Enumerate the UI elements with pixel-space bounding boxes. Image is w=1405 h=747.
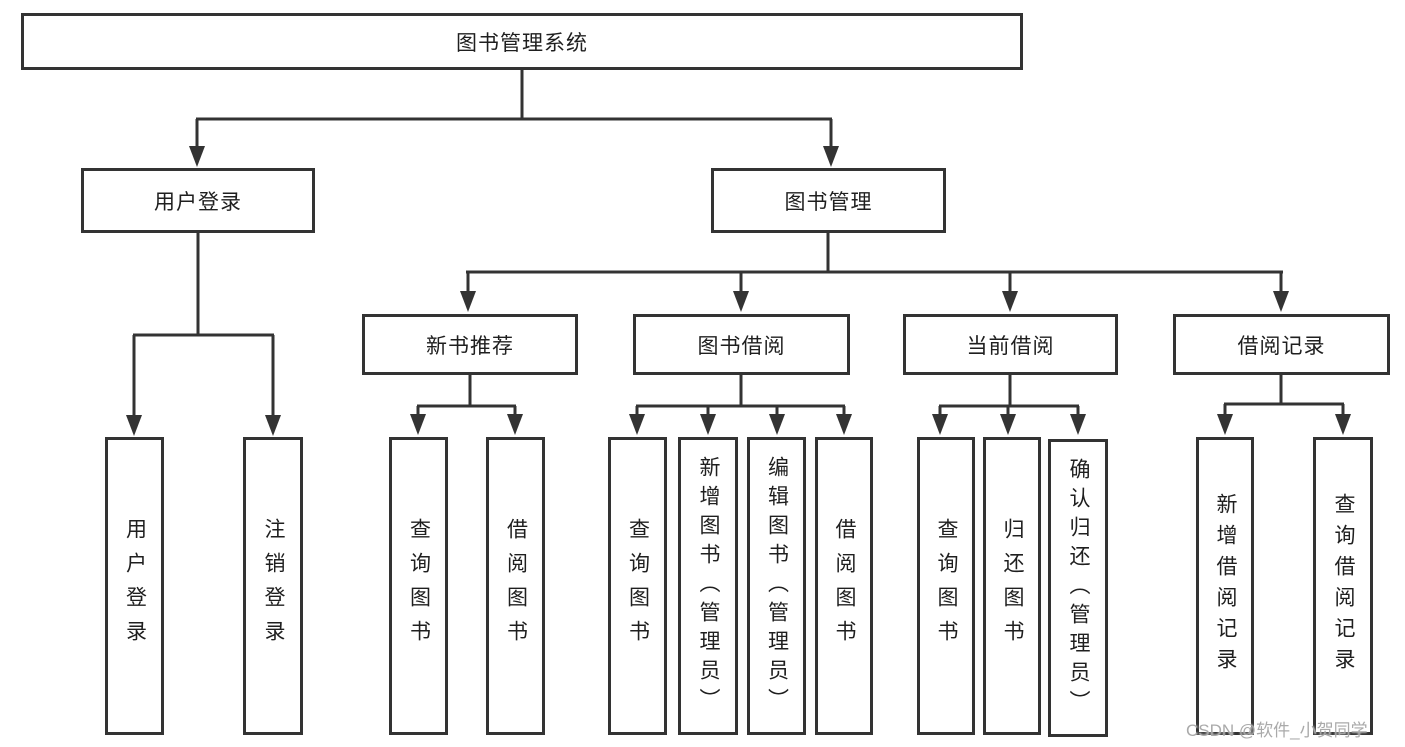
node-user-login-label: 用户登录 [154,190,242,214]
leaf-logout: 注销登录 [243,437,303,735]
leaf-cb-return-book-label: 归还图书 [1001,518,1024,654]
leaf-cb-query-book-label: 查询图书 [935,518,958,654]
leaf-user-login-label: 用户登录 [123,518,147,654]
node-book-management-label: 图书管理 [784,190,873,214]
leaf-bb-query-book: 查询图书 [608,437,667,735]
leaf-cb-confirm-return-admin-label: 确认归还（管理员） [1067,457,1090,719]
node-new-book-recommend: 新书推荐 [362,314,578,375]
node-root-system: 图书管理系统 [21,13,1023,70]
node-new-book-recommend-label: 新书推荐 [426,334,514,358]
node-current-borrowing: 当前借阅 [903,314,1118,375]
leaf-bb-edit-book-admin: 编辑图书（管理员） [747,437,806,735]
leaf-cb-confirm-return-admin: 确认归还（管理员） [1048,439,1108,737]
node-root-system-label: 图书管理系统 [456,31,588,55]
leaf-bb-borrow-book: 借阅图书 [815,437,873,735]
node-user-login: 用户登录 [81,168,315,233]
node-borrow-records: 借阅记录 [1173,314,1390,375]
leaf-bb-add-book-admin-label: 新增图书（管理员） [697,455,720,717]
leaf-br-add-record-label: 新增借阅记录 [1214,493,1237,679]
leaf-br-query-record-label: 查询借阅记录 [1332,493,1355,679]
node-book-management: 图书管理 [711,168,946,233]
leaf-bb-query-book-label: 查询图书 [626,518,650,654]
leaf-br-add-record: 新增借阅记录 [1196,437,1254,735]
leaf-nbr-query-book: 查询图书 [389,437,448,735]
leaf-br-query-record: 查询借阅记录 [1313,437,1373,735]
node-current-borrowing-label: 当前借阅 [966,334,1055,358]
node-book-borrowing: 图书借阅 [633,314,850,375]
leaf-bb-add-book-admin: 新增图书（管理员） [678,437,738,735]
leaf-cb-query-book: 查询图书 [917,437,975,735]
arrowheads [126,146,1351,436]
leaf-nbr-query-book-label: 查询图书 [407,518,431,654]
csdn-watermark: CSDN @软件_小贺同学 [1186,721,1368,740]
leaf-logout-label: 注销登录 [262,518,285,654]
leaf-nbr-borrow-book-label: 借阅图书 [504,518,528,654]
leaf-user-login: 用户登录 [105,437,164,735]
leaf-bb-borrow-book-label: 借阅图书 [833,518,856,654]
node-borrow-records-label: 借阅记录 [1237,334,1326,358]
node-book-borrowing-label: 图书借阅 [697,334,786,358]
leaf-cb-return-book: 归还图书 [983,437,1041,735]
leaf-bb-edit-book-admin-label: 编辑图书（管理员） [765,455,789,717]
leaf-nbr-borrow-book: 借阅图书 [486,437,545,735]
